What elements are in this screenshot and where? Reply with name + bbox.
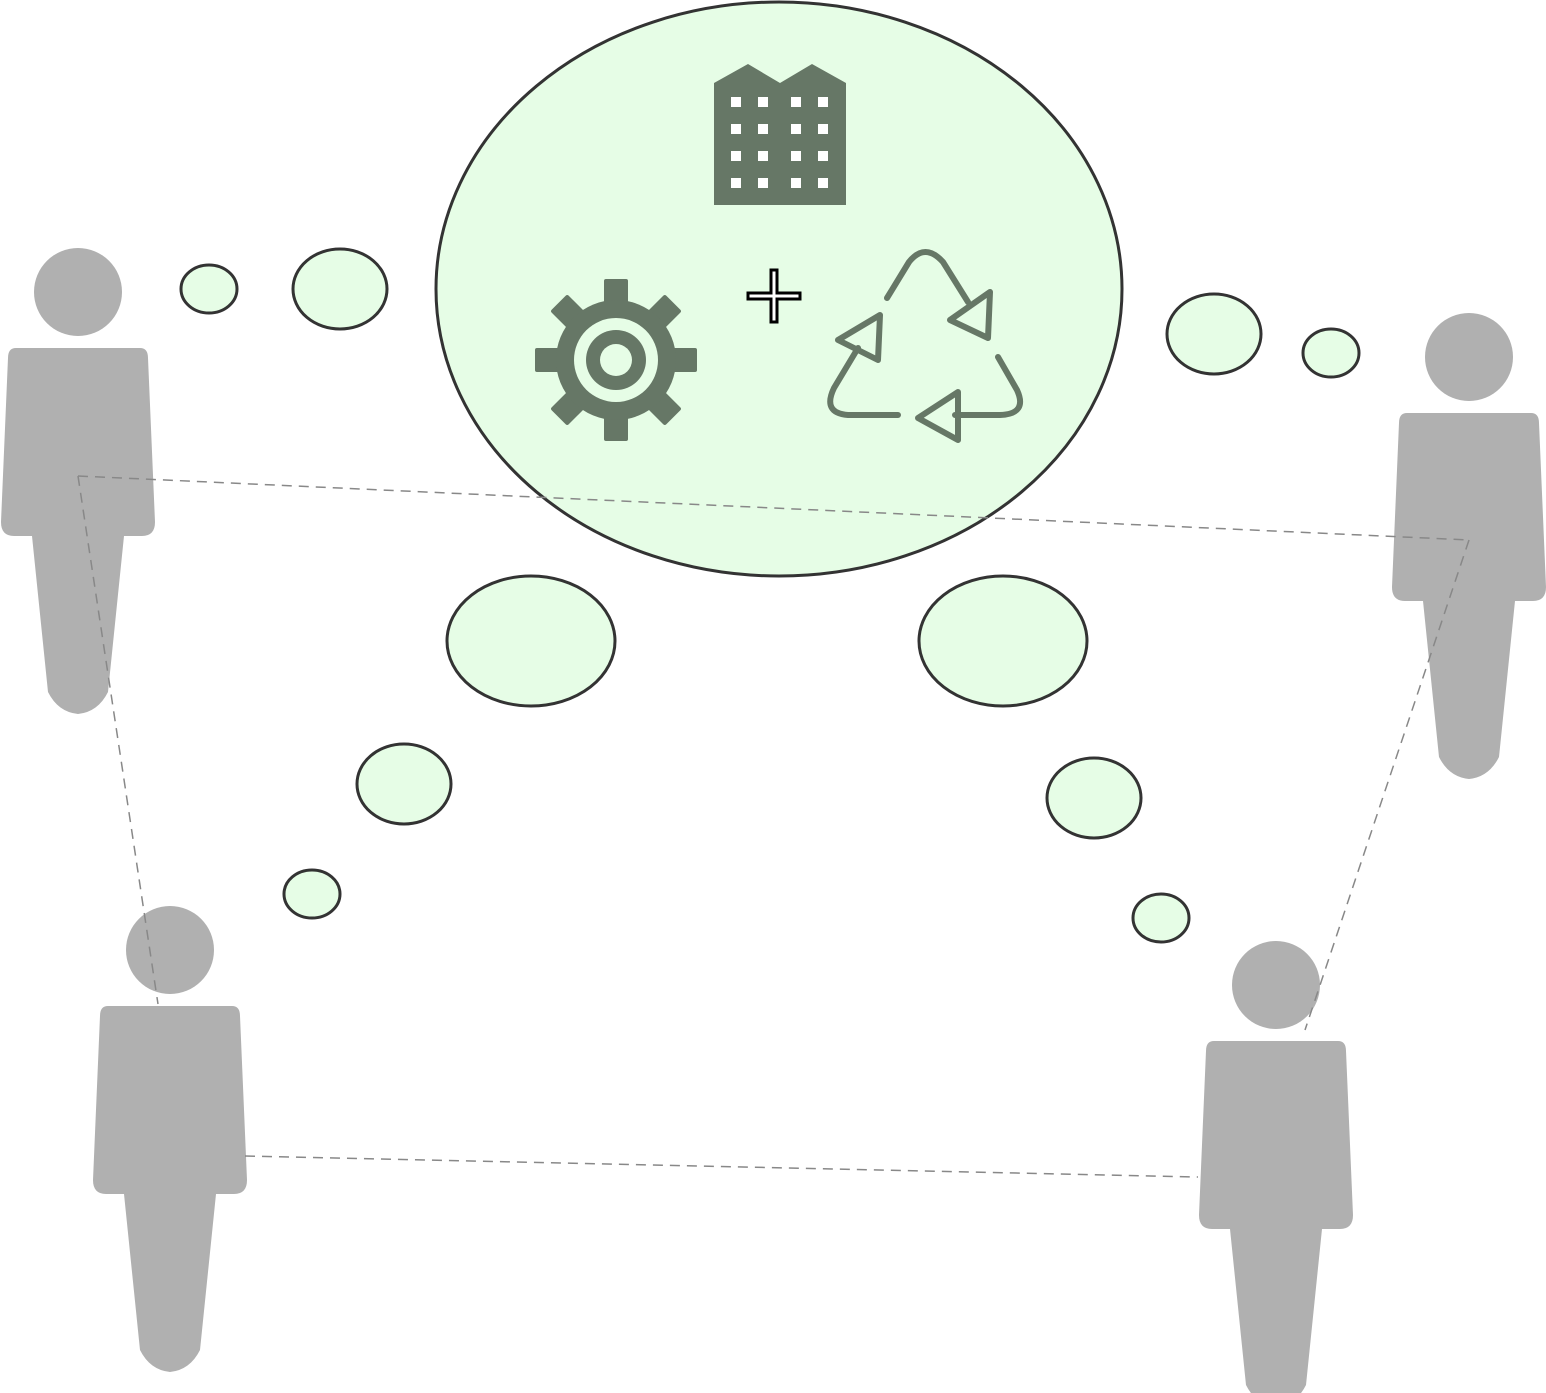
gear-icon — [535, 279, 697, 441]
thought-bubble-left-medium — [291, 247, 389, 331]
connector-top-right-to-bottom-right — [1304, 539, 1470, 1031]
thought-bubble-lower-left-medium — [355, 742, 453, 826]
thought-bubble-lower-right-small — [1131, 892, 1191, 944]
thought-bubble-lower-right-large — [917, 574, 1089, 708]
thought-bubble-lower-left-small — [282, 868, 342, 920]
thought-trail-group — [179, 247, 1361, 944]
person-bottom-left — [93, 906, 247, 1372]
connector-bottom-left-to-bottom-right — [244, 1155, 1199, 1178]
connector-group — [77, 475, 1470, 1178]
person-top-right — [1392, 313, 1546, 779]
person-bottom-right — [1199, 941, 1353, 1393]
thought-bubble-right-small — [1301, 327, 1361, 379]
thought-bubble-lower-right-medium — [1045, 756, 1143, 840]
building-icon — [714, 64, 846, 205]
thought-bubble-left-small — [179, 263, 239, 315]
thought-bubble-lower-left-large — [445, 574, 617, 708]
connector-top-left-to-bottom-left — [77, 475, 159, 1005]
recycle-icon — [827, 249, 1024, 443]
plus-icon — [746, 268, 802, 324]
thought-bubble-right-medium — [1165, 292, 1263, 376]
connector-top-left-to-top-right — [77, 475, 1470, 541]
